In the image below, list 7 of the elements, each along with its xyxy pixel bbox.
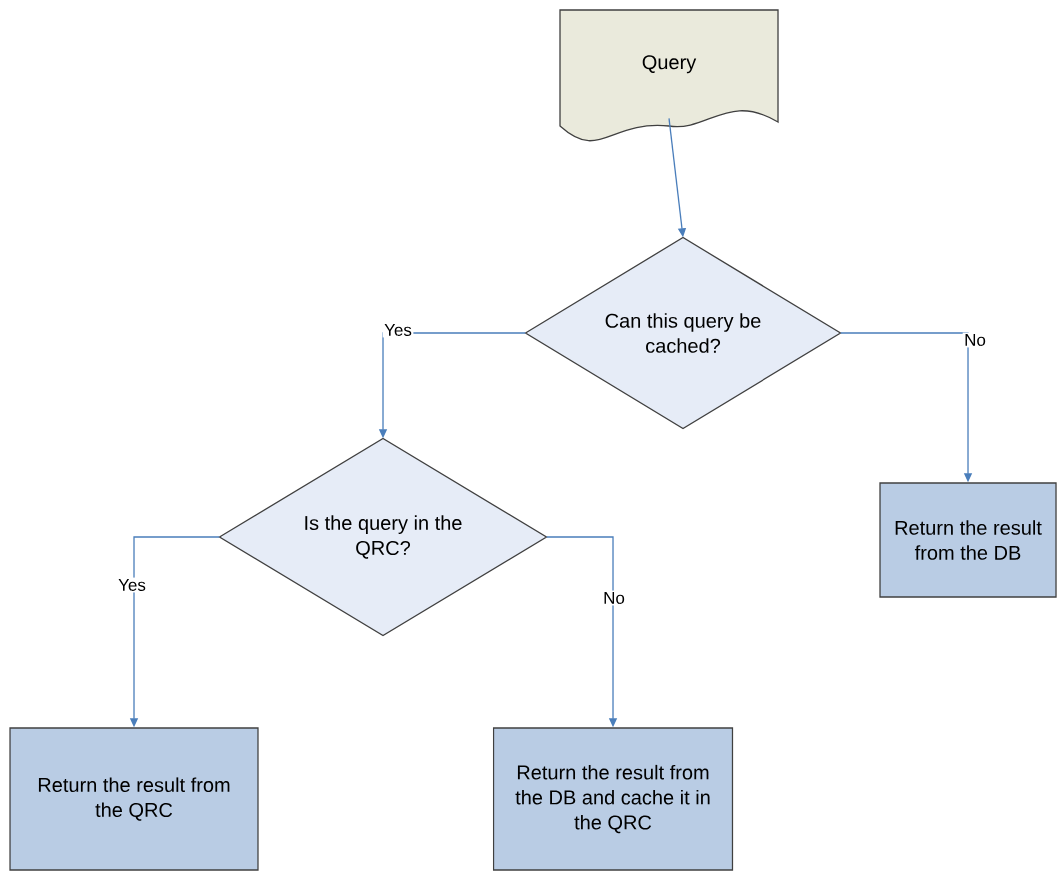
edge-label: No [601, 590, 627, 606]
edge-label: Yes [116, 577, 148, 593]
process-box: Return the result from the DB [879, 482, 1057, 598]
edge-label: No [962, 332, 988, 348]
process-box: Return the result from the QRC [9, 727, 259, 871]
process-box: Return the result from the DB and cache it in the QRC [492, 727, 734, 871]
edge-label: Yes [382, 322, 414, 338]
